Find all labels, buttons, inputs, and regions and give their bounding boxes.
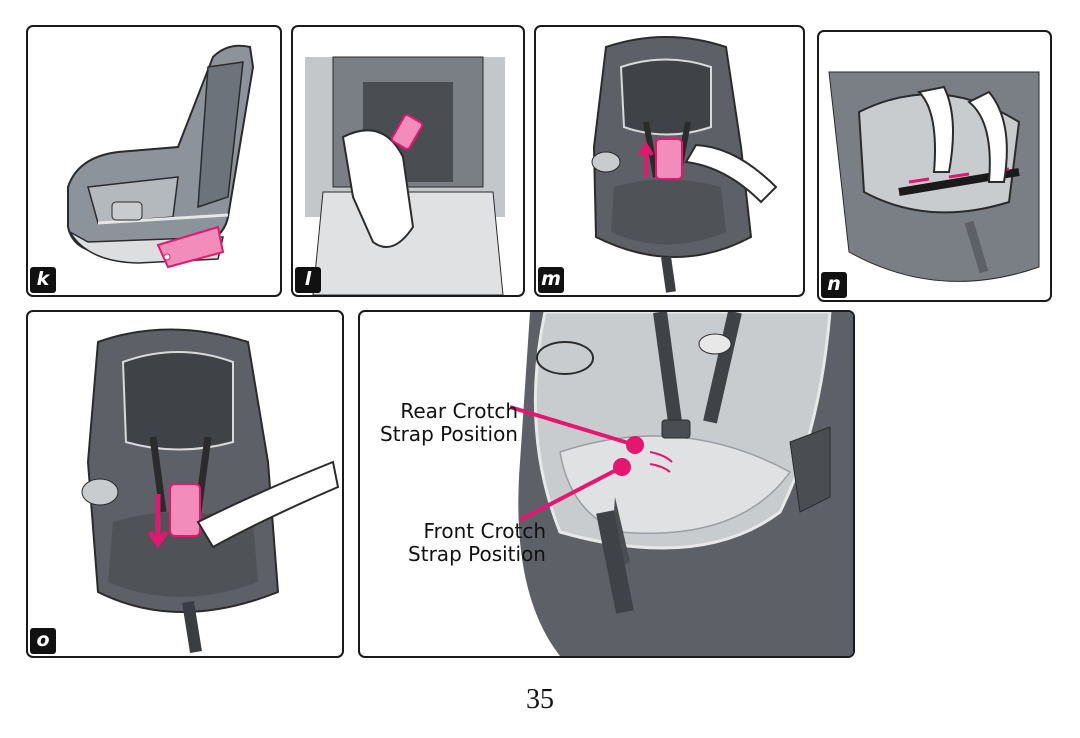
crotch-strap-position-panel: Rear Crotch Strap Position Front Crotch …: [358, 310, 855, 658]
seat-front-buckle-illustration: [81, 328, 340, 653]
step-label-badge: n: [821, 272, 847, 298]
step-k-panel: k: [26, 25, 282, 297]
step-m-panel: m: [534, 25, 805, 297]
step-l-panel: l: [291, 25, 525, 297]
step-label-badge: l: [295, 267, 321, 293]
step-label-badge: m: [538, 267, 564, 293]
front-crotch-strap-label: Front Crotch Strap Position: [408, 519, 546, 566]
step-n-panel: n: [817, 30, 1052, 302]
crotch-strap-diagram: [509, 312, 853, 656]
seat-front-illustration: [591, 36, 778, 293]
step-label-badge: o: [30, 628, 56, 654]
seat-side-view-illustration: [67, 44, 255, 269]
step-label-badge: k: [30, 267, 56, 293]
step-o-panel: o: [26, 310, 344, 658]
page-number: 35: [526, 684, 554, 715]
seat-underside-illustration: [305, 56, 505, 295]
seat-underside-strap-illustration: [828, 71, 1040, 282]
rear-crotch-strap-label: Rear Crotch Strap Position: [380, 399, 518, 446]
